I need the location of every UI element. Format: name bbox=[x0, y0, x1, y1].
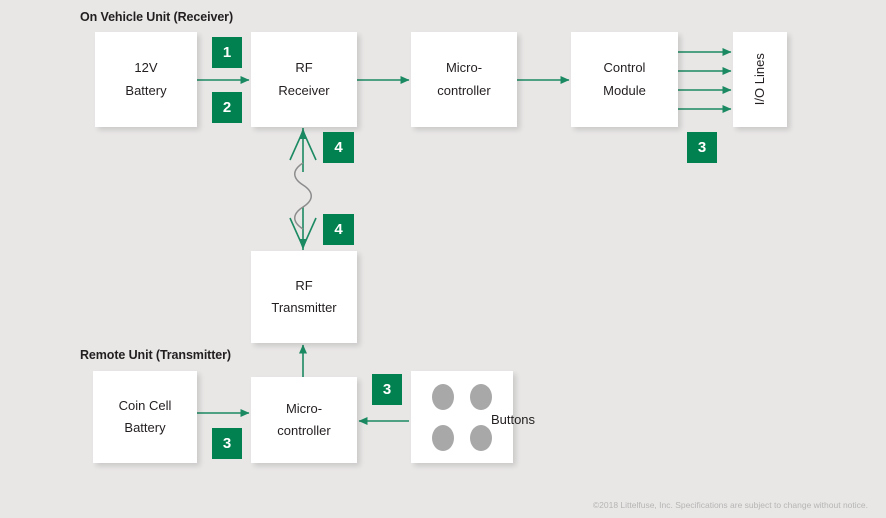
block-microcontroller-remote[interactable]: Micro- controller bbox=[251, 377, 357, 463]
badge-4-transmitter-antenna[interactable]: 4 bbox=[323, 214, 354, 245]
block-battery-12v-line1: 12V bbox=[134, 60, 158, 76]
section-title-receiver: On Vehicle Unit (Receiver) bbox=[80, 10, 234, 24]
rf-wave-icon bbox=[294, 162, 312, 230]
badge-2-battery-to-rf[interactable]: 2 bbox=[212, 92, 242, 123]
block-io-lines-label: I/O Lines bbox=[751, 53, 767, 106]
block-buttons[interactable]: Buttons bbox=[411, 371, 535, 463]
block-rf-receiver-line1: RF bbox=[295, 60, 313, 76]
block-control-module[interactable]: Control Module bbox=[571, 32, 678, 127]
button-dot-icon[interactable] bbox=[432, 425, 454, 451]
section-title-transmitter: Remote Unit (Transmitter) bbox=[80, 348, 231, 362]
block-coin-cell-battery-line2: Battery bbox=[124, 420, 166, 435]
block-coin-cell-battery-line1: Coin Cell bbox=[118, 397, 172, 413]
block-rf-receiver[interactable]: RF Receiver bbox=[251, 32, 357, 127]
block-control-module-line2: Module bbox=[603, 82, 646, 98]
button-dot-icon[interactable] bbox=[470, 425, 492, 451]
badge-3-coin-cell[interactable]: 3 bbox=[212, 428, 242, 459]
block-microcontroller-receiver[interactable]: Micro- controller bbox=[411, 32, 517, 127]
block-buttons-label: Buttons bbox=[490, 412, 536, 427]
badge-3-buttons[interactable]: 3 bbox=[372, 374, 402, 405]
block-io-lines[interactable]: I/O Lines bbox=[733, 32, 787, 127]
block-rf-transmitter[interactable]: RF Transmitter bbox=[251, 251, 357, 343]
block-rf-receiver-line2: Receiver bbox=[278, 82, 330, 98]
block-battery-12v-line2: Battery bbox=[125, 82, 167, 98]
copyright-footer: ©2018 Littelfuse, Inc. Specifications ar… bbox=[592, 500, 868, 510]
badge-4-receiver-antenna[interactable]: 4 bbox=[323, 132, 354, 163]
block-battery-12v[interactable]: 12V Battery bbox=[95, 32, 197, 127]
block-coin-cell-battery[interactable]: Coin Cell Battery bbox=[93, 371, 197, 463]
block-rf-transmitter-line1: RF bbox=[295, 277, 313, 293]
button-dot-icon[interactable] bbox=[432, 384, 454, 410]
block-microcontroller-remote-line1: Micro- bbox=[285, 400, 323, 416]
block-control-module-line1: Control bbox=[603, 60, 646, 76]
badge-1-battery-to-rf[interactable]: 1 bbox=[212, 37, 242, 68]
block-microcontroller-receiver-line2: controller bbox=[437, 82, 491, 98]
button-dot-icon[interactable] bbox=[470, 384, 492, 410]
block-microcontroller-remote-line2: controller bbox=[277, 423, 331, 438]
block-microcontroller-receiver-line1: Micro- bbox=[445, 60, 483, 76]
badge-3-io-lines[interactable]: 3 bbox=[687, 132, 717, 163]
block-rf-transmitter-line2: Transmitter bbox=[271, 300, 337, 315]
